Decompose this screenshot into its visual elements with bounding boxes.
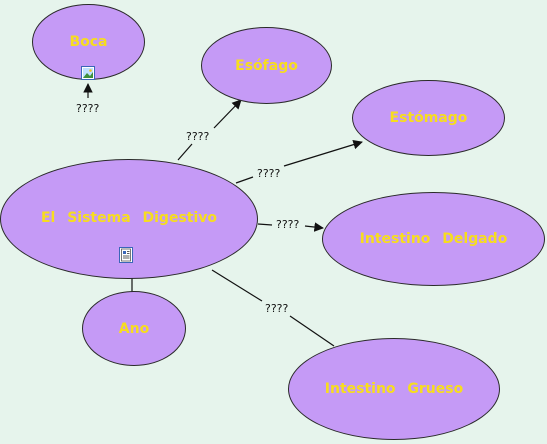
image-resource-icon[interactable] bbox=[81, 66, 95, 80]
concept-esofago[interactable]: Esófago bbox=[201, 27, 332, 104]
document-resource-icon[interactable] bbox=[119, 247, 133, 263]
line-estomago-b bbox=[283, 139, 363, 167]
concept-ano-label: Ano bbox=[118, 320, 150, 337]
line-esofago-b bbox=[213, 99, 242, 129]
line-intestino-grueso-a bbox=[211, 269, 263, 302]
link-label-boca[interactable]: ???? bbox=[75, 102, 101, 115]
concept-el-sistema-digestivo-label: El Sistema Digestivo bbox=[40, 210, 218, 226]
line-intestino-delgado-a bbox=[257, 223, 273, 226]
concept-ano[interactable]: Ano bbox=[82, 291, 186, 366]
line-estomago-a bbox=[235, 176, 254, 184]
link-label-intestino-delgado[interactable]: ???? bbox=[275, 218, 301, 231]
concept-intestino-grueso-label: Intestino Grueso bbox=[324, 381, 464, 397]
concept-intestino-delgado-label: Intestino Delgado bbox=[359, 231, 508, 247]
concept-boca-label: Boca bbox=[69, 34, 108, 50]
concept-intestino-delgado[interactable]: Intestino Delgado bbox=[322, 192, 545, 286]
link-label-estomago[interactable]: ???? bbox=[256, 167, 282, 180]
link-label-intestino-grueso[interactable]: ???? bbox=[264, 302, 290, 315]
link-label-esofago[interactable]: ???? bbox=[185, 130, 211, 143]
concept-estomago-label: Estómago bbox=[389, 110, 468, 126]
concept-estomago[interactable]: Estómago bbox=[352, 80, 505, 156]
line-esofago-a bbox=[177, 143, 193, 161]
line-intestino-delgado-b bbox=[304, 222, 324, 232]
concept-intestino-grueso[interactable]: Intestino Grueso bbox=[288, 338, 500, 440]
concept-esofago-label: Esófago bbox=[235, 57, 298, 74]
line-intestino-grueso-b bbox=[289, 315, 335, 347]
